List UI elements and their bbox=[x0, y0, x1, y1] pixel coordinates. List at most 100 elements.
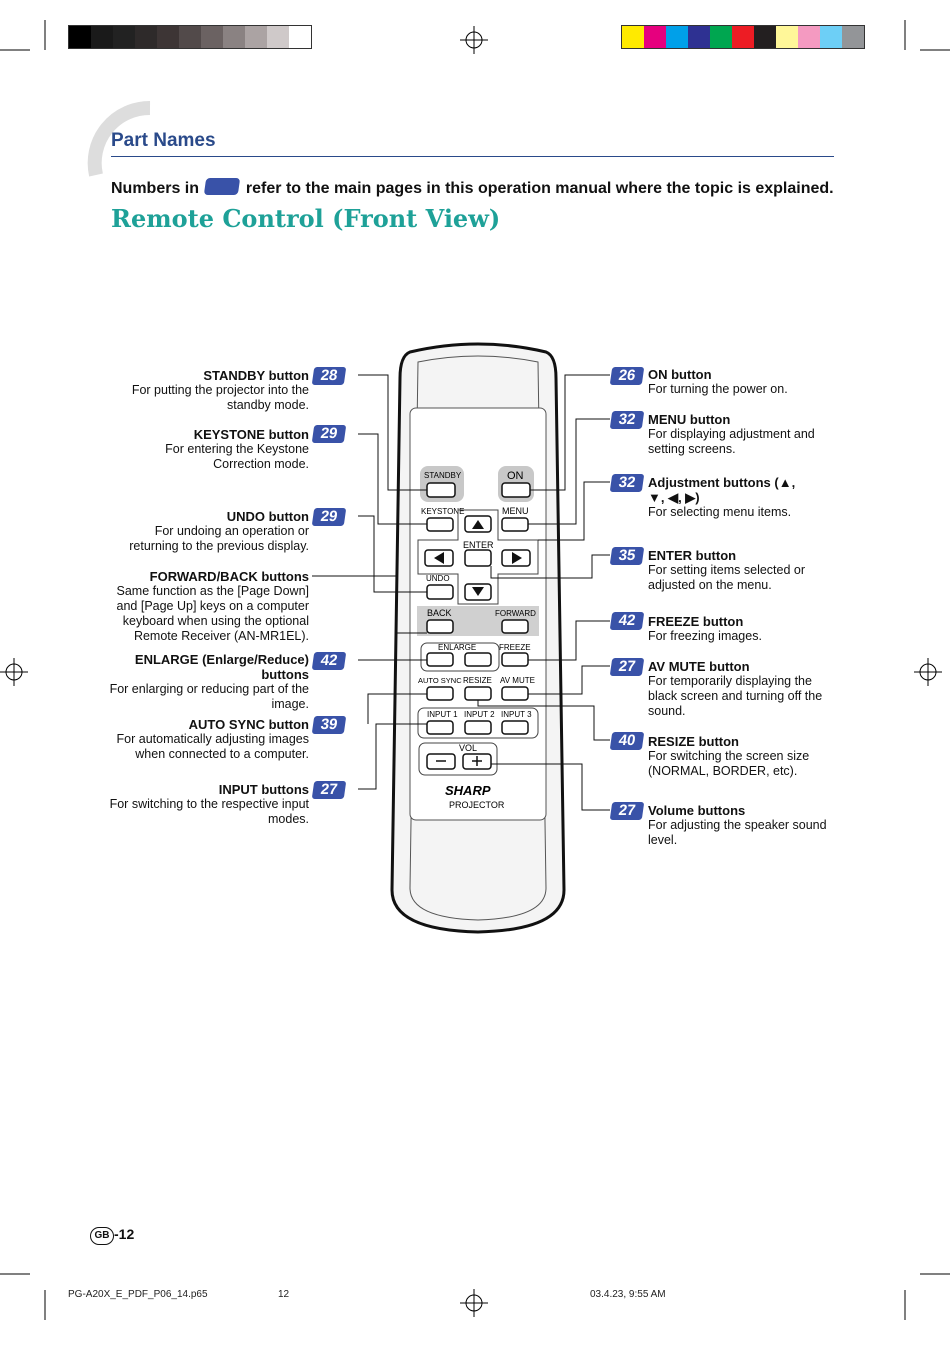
intro-before: Numbers in bbox=[111, 180, 200, 197]
label-enlarge: ENLARGE (Enlarge/Reduce) buttons For enl… bbox=[109, 652, 309, 711]
label-resize: RESIZE button For switching the screen s… bbox=[648, 734, 810, 778]
gray-swatch-11 bbox=[289, 26, 311, 48]
gray-swatch-8 bbox=[223, 26, 245, 48]
gray-calibration-bar bbox=[68, 25, 312, 49]
remote-auto-sync-button[interactable] bbox=[426, 686, 454, 701]
gray-swatch-2 bbox=[91, 26, 113, 48]
remote-standby-button[interactable] bbox=[426, 482, 456, 498]
color-swatch-3 bbox=[666, 26, 688, 48]
registration-mark-right bbox=[914, 658, 942, 686]
color-swatch-11 bbox=[842, 26, 864, 48]
remote-label-enter: ENTER bbox=[463, 540, 494, 550]
label-auto-sync: AUTO SYNC button For automatically adjus… bbox=[116, 717, 309, 761]
remote-input3-button[interactable] bbox=[501, 720, 529, 735]
remote-label-vol: VOL bbox=[459, 743, 477, 753]
remote-av-mute-button[interactable] bbox=[501, 686, 529, 701]
page-badge-enlarge: 42 bbox=[311, 652, 347, 670]
remote-label-resize: RESIZE bbox=[463, 676, 492, 685]
remote-undo-button[interactable] bbox=[426, 584, 454, 600]
label-keystone: KEYSTONE button For entering the Keyston… bbox=[165, 427, 309, 471]
remote-on-button[interactable] bbox=[501, 482, 531, 498]
page-badge-av-mute: 27 bbox=[609, 658, 645, 676]
remote-label-enlarge: ENLARGE bbox=[438, 643, 476, 652]
remote-label-input2: INPUT 2 bbox=[464, 710, 495, 719]
remote-keystone-button[interactable] bbox=[426, 517, 454, 532]
page-badge-on: 26 bbox=[609, 367, 645, 385]
remote-label-on: ON bbox=[507, 470, 524, 482]
page-badge-keystone: 29 bbox=[311, 425, 347, 443]
color-swatch-4 bbox=[688, 26, 710, 48]
label-adjustment: Adjustment buttons (▲, ▼, ◀, ▶) For sele… bbox=[648, 475, 796, 519]
section-title: Part Names bbox=[111, 130, 216, 151]
label-freeze: FREEZE button For freezing images. bbox=[648, 614, 762, 643]
page-badge-enter: 35 bbox=[609, 547, 645, 565]
color-swatch-1 bbox=[622, 26, 644, 48]
remote-menu-button[interactable] bbox=[501, 517, 529, 532]
color-swatch-10 bbox=[820, 26, 842, 48]
remote-back-button[interactable] bbox=[426, 619, 454, 634]
region-badge: GB bbox=[90, 1227, 114, 1245]
label-enter: ENTER button For setting items selected … bbox=[648, 548, 806, 592]
color-swatch-7 bbox=[754, 26, 776, 48]
intro-after: refer to the main pages in this operatio… bbox=[245, 180, 834, 197]
remote-input2-button[interactable] bbox=[464, 720, 492, 735]
remote-label-back: BACK bbox=[427, 608, 452, 618]
label-undo: UNDO button For undoing an operation or … bbox=[129, 509, 309, 553]
label-forward-back: FORWARD/BACK buttons Same function as th… bbox=[116, 569, 309, 643]
heading-swoosh bbox=[87, 100, 151, 177]
label-standby: STANDBY button For putting the projector… bbox=[131, 368, 309, 412]
remote-body bbox=[390, 342, 566, 934]
remote-reduce-button[interactable] bbox=[426, 652, 454, 667]
footer-file-page: 12 bbox=[278, 1289, 290, 1300]
remote-label-undo: UNDO bbox=[426, 574, 450, 583]
label-on: ON button For turning the power on. bbox=[648, 367, 788, 396]
page-badge-resize: 40 bbox=[609, 732, 645, 750]
remote-enlarge-button[interactable] bbox=[464, 652, 492, 667]
color-swatch-8 bbox=[776, 26, 798, 48]
page-badge-adjustment: 32 bbox=[609, 474, 645, 492]
gray-swatch-10 bbox=[267, 26, 289, 48]
registration-mark-bottom bbox=[460, 1289, 488, 1317]
remote-label-standby: STANDBY bbox=[424, 471, 462, 480]
color-swatch-5 bbox=[710, 26, 732, 48]
label-input: INPUT buttons For switching to the respe… bbox=[109, 782, 309, 826]
label-volume: Volume buttons For adjusting the speaker… bbox=[648, 803, 827, 847]
page-badge-input: 27 bbox=[311, 781, 347, 799]
page-badge-undo: 29 bbox=[311, 508, 347, 526]
intro-text: Numbers in refer to the main pages in th… bbox=[111, 178, 834, 198]
remote-label-input3: INPUT 3 bbox=[501, 710, 532, 719]
remote-label-freeze: FREEZE bbox=[499, 643, 531, 652]
color-swatch-2 bbox=[644, 26, 666, 48]
remote-freeze-button[interactable] bbox=[501, 652, 529, 667]
label-av-mute: AV MUTE button For temporarily displayin… bbox=[648, 659, 823, 718]
remote-input1-button[interactable] bbox=[426, 720, 454, 735]
remote-forward-button[interactable] bbox=[501, 619, 529, 634]
page-number: GB-12 bbox=[90, 1226, 134, 1245]
gray-swatch-7 bbox=[201, 26, 223, 48]
gray-swatch-9 bbox=[245, 26, 267, 48]
main-title: Remote Control (Front View) bbox=[111, 204, 501, 233]
remote-label-forward: FORWARD bbox=[495, 609, 536, 618]
label-menu: MENU button For displaying adjustment an… bbox=[648, 412, 815, 456]
remote-label-keystone: KEYSTONE bbox=[421, 507, 464, 516]
page-number-value: -12 bbox=[114, 1226, 135, 1242]
page-badge-auto-sync: 39 bbox=[311, 716, 347, 734]
page-badge-menu: 32 bbox=[609, 411, 645, 429]
leader-lines bbox=[312, 374, 610, 811]
registration-mark-left bbox=[0, 658, 28, 686]
remote-label-auto-sync: AUTO SYNC bbox=[418, 676, 462, 685]
remote-label-menu: MENU bbox=[502, 506, 529, 516]
gray-swatch-1 bbox=[69, 26, 91, 48]
remote-resize-button[interactable] bbox=[464, 686, 492, 701]
gray-swatch-4 bbox=[135, 26, 157, 48]
remote-label-input1: INPUT 1 bbox=[427, 710, 458, 719]
color-swatch-6 bbox=[732, 26, 754, 48]
page-badge-freeze: 42 bbox=[609, 612, 645, 630]
gray-swatch-3 bbox=[113, 26, 135, 48]
registration-mark-top bbox=[460, 26, 488, 54]
footer-date: 03.4.23, 9:55 AM bbox=[590, 1289, 666, 1300]
remote-label-av-mute: AV MUTE bbox=[500, 676, 535, 685]
color-calibration-bar bbox=[621, 25, 865, 49]
remote-enter-button[interactable] bbox=[464, 549, 492, 567]
